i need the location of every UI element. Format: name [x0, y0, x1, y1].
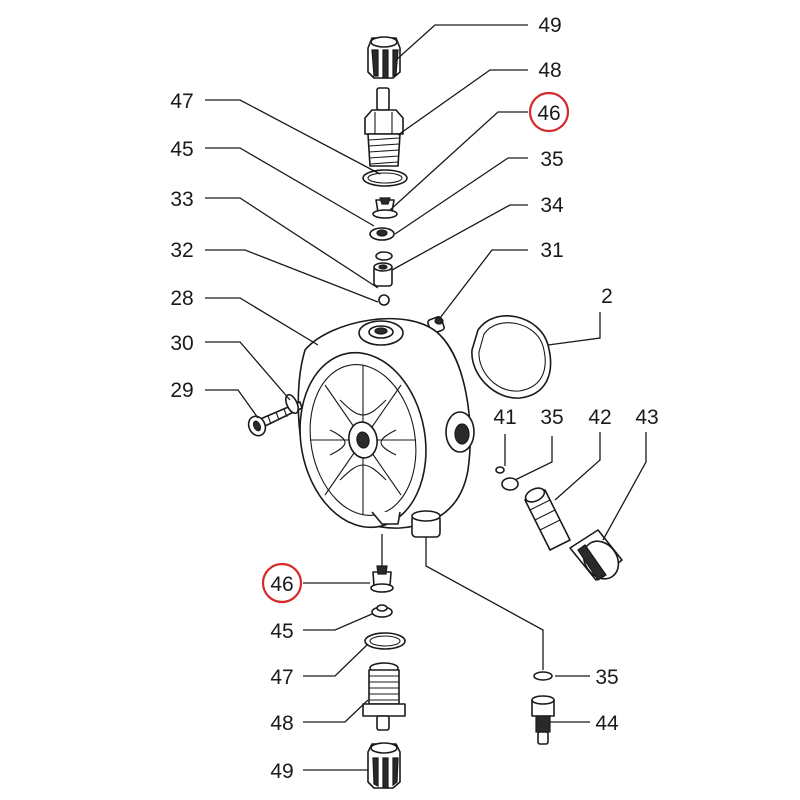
leader-47-top: [205, 99, 381, 175]
leader-35-b: [514, 436, 553, 481]
part-45-top-washer: [369, 227, 395, 241]
part-28-pump-head: [297, 317, 475, 538]
part-35-oring: [375, 251, 393, 261]
callout-29: 29: [170, 379, 193, 402]
part-34-seat: [373, 262, 393, 287]
callout-31: 31: [540, 239, 563, 262]
callout-33: 33: [170, 188, 193, 211]
leader-35-a: [394, 157, 528, 235]
callout-44: 44: [595, 712, 619, 735]
part-42-side-fitting: [524, 487, 571, 551]
leader-49-top: [395, 24, 528, 61]
leader-42: [554, 432, 601, 501]
leader-lines: [205, 24, 647, 771]
callout-46-top: 46: [537, 102, 560, 125]
leader-47-bottom: [303, 643, 369, 677]
callout-35-a: 35: [540, 148, 563, 171]
callout-46-bottom: 46: [270, 573, 293, 596]
callout-45-bottom: 45: [270, 620, 293, 643]
leader-46-top: [389, 111, 528, 211]
callout-47-bottom: 47: [270, 666, 293, 689]
callout-48-top: 48: [538, 59, 561, 82]
leader-48-bottom: [303, 699, 369, 723]
leader-48-top: [397, 69, 528, 136]
leader-2: [547, 312, 601, 346]
leader-28: [205, 297, 319, 346]
leader-33: [205, 197, 379, 289]
part-46-top-valve: [372, 197, 398, 219]
part-2-gasket: [471, 315, 552, 399]
part-35-bottom-oring: [533, 671, 553, 681]
part-32-ball: [378, 294, 390, 306]
part-43-knob: [569, 529, 623, 581]
callout-49-bottom: 49: [270, 760, 293, 783]
callout-45-top: 45: [170, 138, 193, 161]
highlight-circle-46-top: [528, 91, 570, 133]
leader-43: [602, 432, 647, 541]
part-48-top-fitting: [364, 87, 404, 167]
part-48-bottom-fitting: [362, 662, 406, 731]
callout-30: 30: [170, 332, 193, 355]
callout-43: 43: [635, 406, 658, 429]
leader-bottom-port: [425, 537, 544, 670]
part-47-top-oring: [362, 169, 408, 187]
callout-41: 41: [493, 406, 516, 429]
leader-31: [439, 249, 528, 319]
callout-2: 2: [601, 285, 613, 308]
leader-45-bottom: [303, 613, 373, 631]
leader-32: [205, 249, 379, 303]
part-46-bottom-valve: [370, 565, 394, 593]
callout-34: 34: [540, 194, 564, 217]
callout-47-top: 47: [170, 90, 193, 113]
leader-29: [205, 389, 259, 419]
part-44-nozzle: [531, 695, 555, 745]
callout-42: 42: [588, 406, 611, 429]
leader-30: [205, 341, 291, 401]
callout-32: 32: [170, 239, 193, 262]
leader-34: [391, 204, 528, 271]
callout-48-bottom: 48: [270, 712, 293, 735]
leader-45-top: [205, 147, 375, 227]
part-41-oring: [495, 466, 505, 474]
callout-28: 28: [170, 287, 193, 310]
callout-35-c: 35: [595, 666, 618, 689]
part-49-top-nut: [367, 36, 401, 79]
callout-35-b: 35: [540, 406, 563, 429]
callout-labels: 49 48 46 35 34 31 2 47 45 33 32 28 30 29…: [170, 14, 658, 783]
callout-49-top: 49: [538, 14, 561, 37]
part-45-bottom-washer: [371, 604, 393, 618]
part-47-bottom-oring: [364, 632, 406, 650]
part-35-side-oring: [501, 477, 519, 491]
highlight-circle-46-bottom: [261, 562, 303, 604]
part-49-bottom-nut: [367, 742, 401, 789]
